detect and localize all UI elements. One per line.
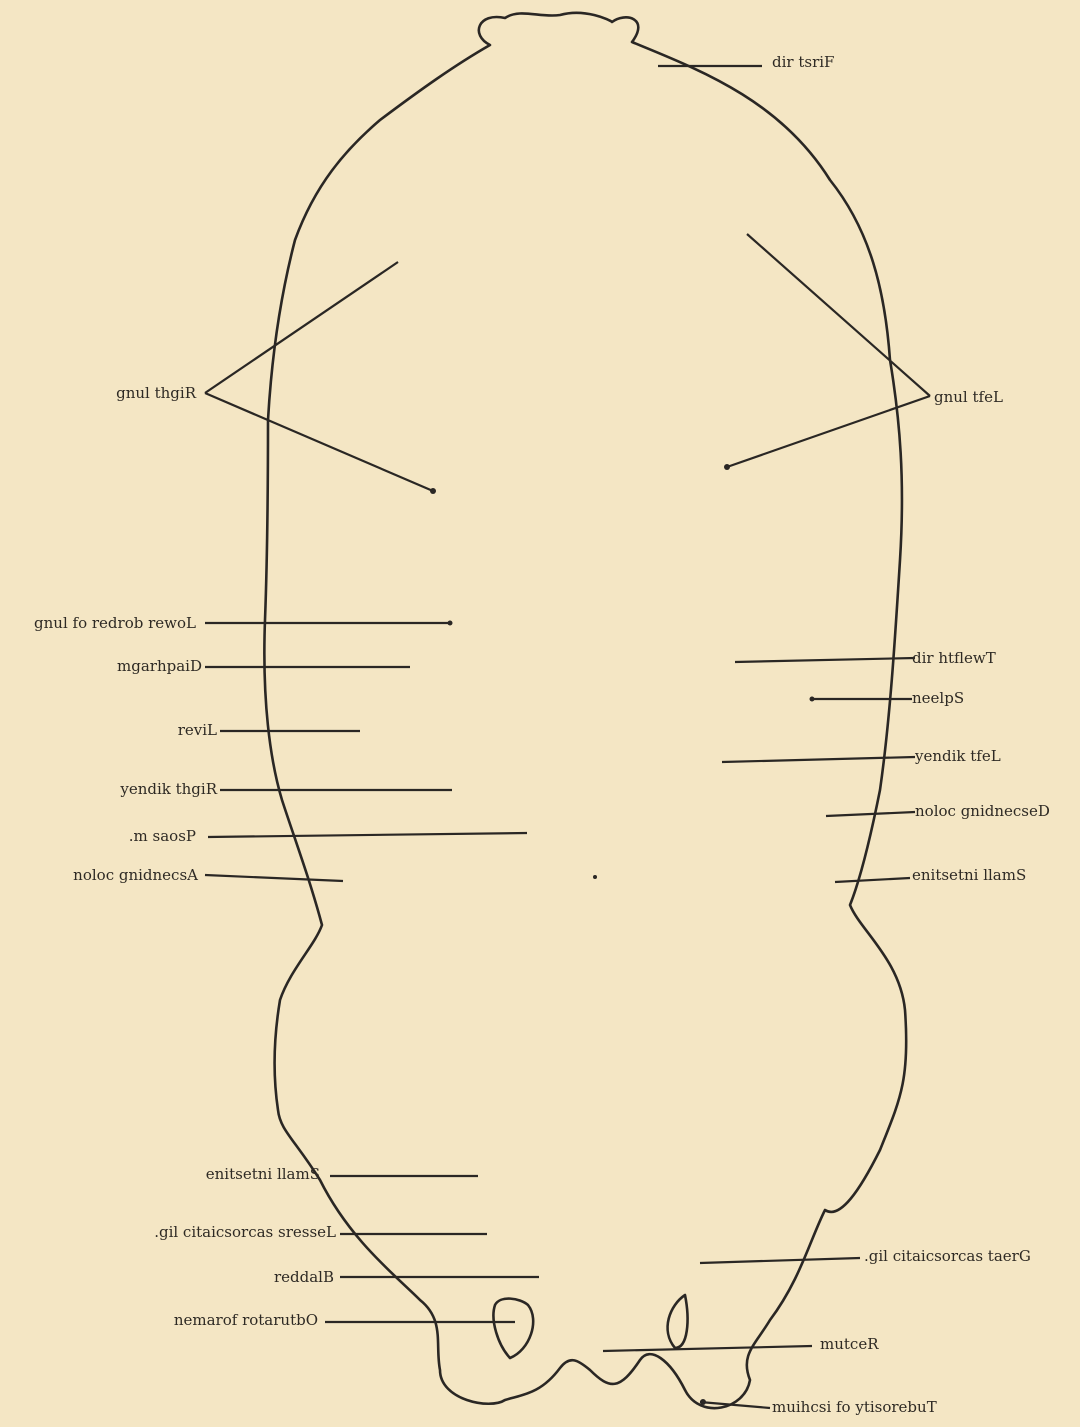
label-first-rib: dir tsriF (772, 53, 834, 71)
psoas-m-leader (208, 833, 527, 837)
label-diaphragm: mgarhpaiD (117, 657, 202, 675)
small-intestine-right-leader (835, 878, 910, 882)
label-rectum: mutceR (820, 1335, 879, 1353)
label-lesser-sacrosciatic-lig: .gil citaicsorcas sresseL (154, 1223, 336, 1241)
label-twelfth-rib: dir htflewT (912, 649, 996, 667)
label-left-kidney: yendik tfeL (914, 747, 1001, 765)
label-small-intestine-right: enitsetni llamS (912, 866, 1026, 884)
right-lung-leader-upper (205, 262, 398, 393)
descending-colon-leader (826, 812, 915, 816)
obturator-foramen-right-shape (668, 1295, 688, 1348)
label-right-lung: gnul thgiR (116, 384, 197, 402)
right-lung-leader-lower (205, 393, 433, 491)
label-liver: reviL (178, 721, 217, 739)
lower-border-dot (448, 621, 453, 626)
label-bladder: reddalB (274, 1268, 334, 1286)
label-ascending-colon: noloc gnidnecsA (73, 866, 198, 884)
left-lung-dot (724, 464, 730, 470)
body-outline (264, 13, 906, 1408)
label-descending-colon: noloc gnidnecseD (915, 802, 1050, 820)
label-small-intestine-left: enitsetni llamS (206, 1165, 320, 1183)
label-tuberosity-of-ischium: muihcsi fo ytisorebuT (772, 1398, 937, 1416)
label-spleen: neelpS (912, 689, 964, 707)
great-sacrosciatic-lig-leader (700, 1258, 860, 1263)
stray-dot (593, 875, 597, 879)
label-right-kidney: yendik thgiR (119, 780, 217, 798)
ascending-colon-leader (205, 875, 343, 881)
label-lower-border-of-lung: gnul fo redrob rewoL (34, 614, 196, 632)
right-lung-dot (430, 488, 436, 494)
left-lung-leader-upper (747, 234, 930, 396)
rectum-leader (603, 1346, 812, 1351)
label-left-lung: gnul tfeL (934, 388, 1003, 406)
spleen-dot (810, 697, 815, 702)
label-great-sacrosciatic-lig: .gil citaicsorcas taerG (864, 1247, 1031, 1265)
twelfth-rib-leader (735, 658, 915, 662)
label-psoas-m: .m saosP (129, 827, 196, 845)
obturator-foramen-left-shape (493, 1299, 533, 1358)
left-kidney-leader (722, 757, 915, 762)
ischium-dot (700, 1399, 706, 1405)
label-obturator-foramen: nemarof rotarutbO (174, 1311, 318, 1329)
